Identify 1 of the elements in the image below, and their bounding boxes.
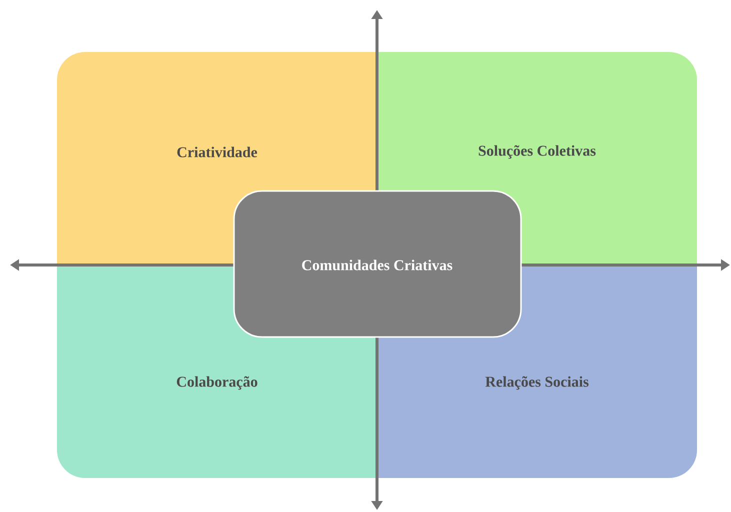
- center-box: Comunidades Criativas: [233, 190, 522, 338]
